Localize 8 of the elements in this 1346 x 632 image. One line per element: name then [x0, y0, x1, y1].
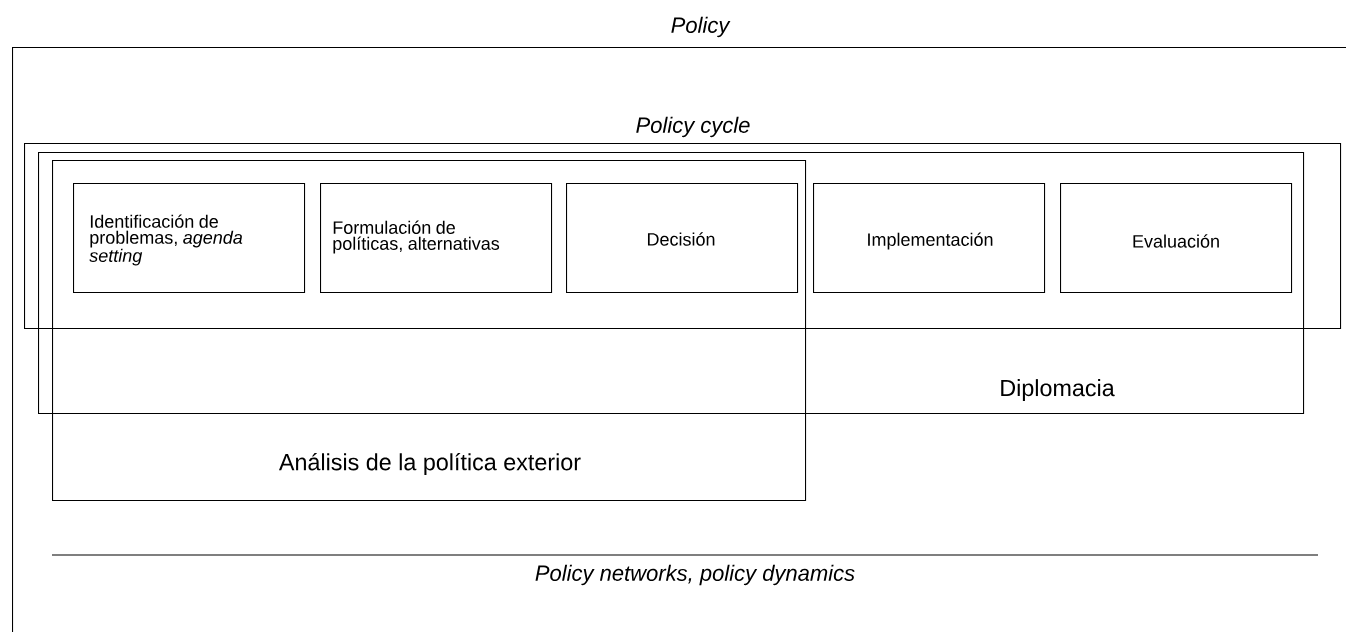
- stage-box: Evaluación: [1060, 183, 1293, 294]
- stage-box: Identificación de problemas, agenda setting: [73, 183, 306, 294]
- node-label: Policy: [671, 16, 731, 38]
- caption-text: Policy networks, policy dynamics: [535, 564, 855, 586]
- stage-box: Decisión: [566, 183, 799, 294]
- node-label: Policy cycle: [636, 116, 750, 138]
- stage-box: Formulación de políticas, alternativas: [320, 183, 553, 294]
- stage-box: Implementación: [813, 183, 1046, 294]
